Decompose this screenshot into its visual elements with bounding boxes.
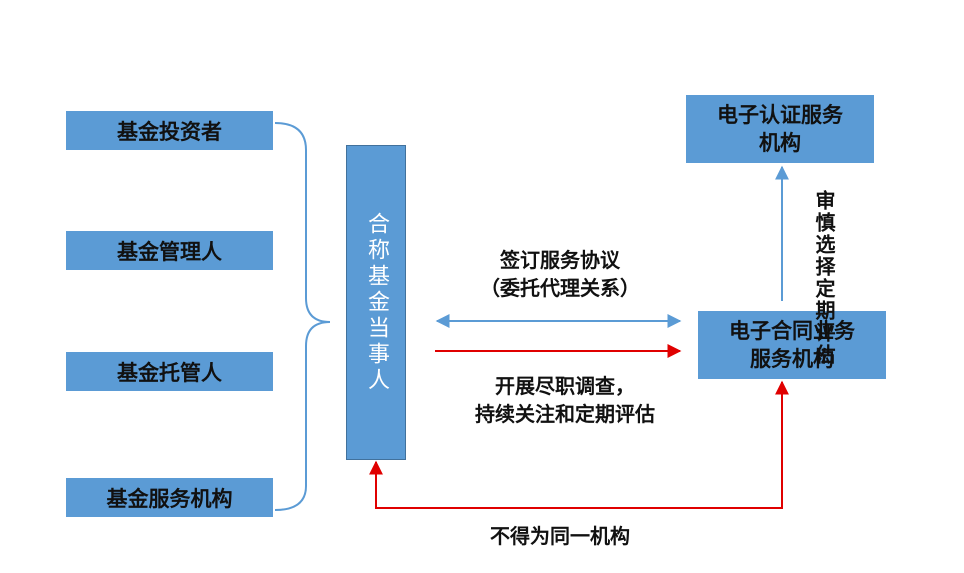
box-fund-service-provider-label: 基金服务机构 bbox=[106, 485, 233, 511]
due-diligence-label-line2: 持续关注和定期评估 bbox=[475, 402, 655, 426]
agreement-label-line2: （委托代理关系） bbox=[480, 276, 640, 300]
agreement-label: 签订服务协议 （委托代理关系） bbox=[440, 246, 680, 302]
due-diligence-label: 开展尽职调查， 持续关注和定期评估 bbox=[430, 372, 700, 428]
box-e-certification-line1: 电子认证服务 bbox=[717, 102, 843, 127]
grouping-brace bbox=[274, 122, 331, 511]
box-fund-investor: 基金投资者 bbox=[66, 111, 273, 150]
box-e-contract-line2: 服务机构 bbox=[750, 346, 834, 371]
box-fund-manager-label: 基金管理人 bbox=[117, 238, 222, 264]
selection-label-col2: 定期评估 bbox=[812, 278, 836, 366]
box-fund-investor-label: 基金投资者 bbox=[117, 118, 222, 144]
box-e-contract-line1: 电子合同业务 bbox=[729, 318, 855, 343]
box-fund-custodian: 基金托管人 bbox=[66, 352, 273, 391]
not-same-entity-connector bbox=[369, 380, 789, 509]
not-same-entity-label: 不得为同一机构 bbox=[440, 522, 680, 550]
due-diligence-label-line1: 开展尽职调查， bbox=[495, 374, 635, 398]
not-same-entity-label-text: 不得为同一机构 bbox=[490, 524, 630, 548]
box-fund-custodian-label: 基金托管人 bbox=[117, 359, 222, 385]
box-fund-parties-label: 合称基金当事人 bbox=[364, 211, 389, 394]
box-e-certification-agency: 电子认证服务 机构 bbox=[686, 95, 874, 163]
box-e-contract-service-agency: 电子合同业务 服务机构 bbox=[698, 311, 886, 379]
selection-label: 审慎选择定期评估 bbox=[810, 190, 838, 366]
agreement-label-line1: 签订服务协议 bbox=[500, 248, 620, 272]
box-e-certification-line2: 机构 bbox=[759, 130, 801, 155]
box-fund-service-provider: 基金服务机构 bbox=[66, 478, 273, 517]
selection-label-col1: 审慎选择 bbox=[812, 190, 836, 278]
box-fund-manager: 基金管理人 bbox=[66, 231, 273, 270]
